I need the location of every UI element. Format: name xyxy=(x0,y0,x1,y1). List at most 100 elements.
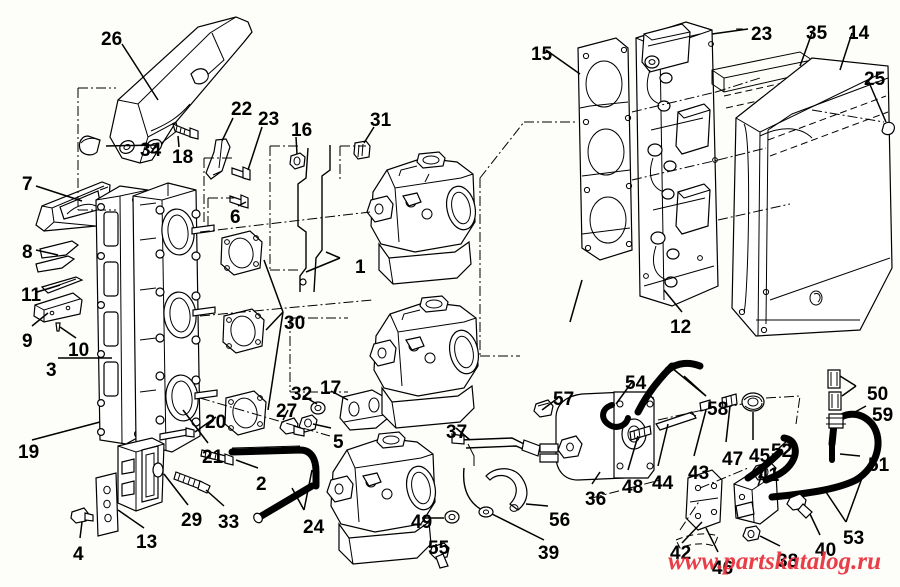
part-3-intake-manifold xyxy=(95,182,218,453)
callout-bracket: 29 xyxy=(181,510,203,531)
callout-screw: 33 xyxy=(218,512,240,533)
part-56-clamp xyxy=(485,468,528,512)
callout-clamp: 50 xyxy=(867,384,889,405)
part-39-ground-lead xyxy=(462,467,494,518)
callout-carburetor-gasket: 30 xyxy=(284,313,306,334)
part-40-screw xyxy=(786,493,813,519)
part-50-clamps xyxy=(827,369,842,411)
callout-pin: 10 xyxy=(68,340,90,361)
part-22-bracket xyxy=(205,138,231,180)
part-52-hoses xyxy=(744,434,799,484)
callout-ground-lead: 39 xyxy=(538,543,560,564)
callout-clamp: 56 xyxy=(549,510,571,531)
callout-reed-valve: 9 xyxy=(22,331,33,352)
part-10-pin xyxy=(55,322,61,332)
part-45-spring xyxy=(741,392,765,412)
callout-screw: 6 xyxy=(230,207,241,228)
callout-cap: 34 xyxy=(140,140,162,161)
callout-screw: 4 xyxy=(73,544,84,565)
part-48-spring xyxy=(629,425,652,441)
phantom-assembly-lines xyxy=(77,77,885,531)
callout-clamp: 59 xyxy=(872,405,894,426)
callout-nut: 5 xyxy=(333,432,344,453)
part-29-bracket xyxy=(117,437,165,512)
callout-manifold-body: 19 xyxy=(18,442,40,463)
part-30-carburetor-gaskets xyxy=(220,230,267,436)
part-26-manifold-cover xyxy=(109,16,253,164)
callout-hose: 54 xyxy=(625,373,647,394)
callout-washer: 32 xyxy=(291,384,313,405)
part-31-bushing xyxy=(353,140,371,160)
callout-screw: 20 xyxy=(205,412,227,433)
callout-fuel-pump: 36 xyxy=(585,489,607,510)
callout-reed-valve-assembly: 12 xyxy=(670,317,692,338)
callout-screw: 27 xyxy=(276,401,298,422)
part-8-reed-stops xyxy=(35,240,80,273)
callout-screw: 2 xyxy=(256,474,267,495)
part-carburetor-middle xyxy=(369,295,480,429)
part-47-washer xyxy=(721,393,738,409)
callout-anode-plate: 13 xyxy=(136,532,158,553)
part-27-screw xyxy=(279,417,305,437)
callout-screw: 23 xyxy=(751,24,773,45)
callout-screw: 18 xyxy=(172,147,194,168)
part-55-screw xyxy=(429,542,450,569)
callout-connector: 57 xyxy=(553,389,575,410)
part-4-screw xyxy=(70,507,94,524)
part-32-washer xyxy=(310,401,326,415)
part-11-reed-petal xyxy=(40,276,84,294)
leader-lines xyxy=(31,28,887,553)
part-33-screw xyxy=(173,471,211,494)
callout-hose: 53 xyxy=(843,528,865,549)
callout-hose: 51 xyxy=(868,455,890,476)
callout-throttle-link-rod: 1 xyxy=(355,257,366,278)
callout-pin: 43 xyxy=(688,463,710,484)
part-24-fuel-hose xyxy=(228,445,320,524)
part-23-screw-left xyxy=(231,166,251,181)
callout-bracket: 22 xyxy=(231,99,253,120)
callout-throttle-cam: 17 xyxy=(320,378,342,399)
callout-intake-manifold: 3 xyxy=(46,360,57,381)
callout-reed-petal: 11 xyxy=(21,285,42,306)
callout-nut: 38 xyxy=(777,551,799,572)
part-20-screw xyxy=(159,427,195,441)
callout-reed-stop: 8 xyxy=(22,242,33,263)
callout-bracket: 46 xyxy=(712,558,734,579)
part-17-throttle-cam xyxy=(339,389,389,431)
part-38-nut xyxy=(742,525,761,542)
callout-air-silencer-cover: 14 xyxy=(848,23,870,44)
callout-hose: 58 xyxy=(707,399,729,420)
callout-screw: 23 xyxy=(258,109,280,130)
part-58-hoses xyxy=(634,359,704,416)
callout-intake-manifold-cover: 26 xyxy=(101,29,123,50)
callout-nut: 16 xyxy=(291,120,313,141)
part-18-screw xyxy=(172,122,199,140)
part-49-washer xyxy=(444,510,460,524)
callout-screw: 40 xyxy=(815,540,837,561)
callout-fuel-filter-body: 41 xyxy=(758,465,780,486)
part-34-cap xyxy=(78,135,101,156)
callout-screw: 21 xyxy=(202,447,224,468)
part-carburetor-top xyxy=(366,151,477,285)
callout-grommet: 25 xyxy=(864,69,886,90)
callout-bushing: 31 xyxy=(370,110,392,131)
callout-hose: 52 xyxy=(771,441,793,462)
part-2-screw xyxy=(200,449,234,466)
part-37-choke-linkage xyxy=(451,433,541,466)
callout-spring: 45 xyxy=(749,446,771,467)
part-44-plunger xyxy=(655,411,697,431)
callout-seal: 35 xyxy=(806,23,828,44)
part-1-throttle-rods xyxy=(297,145,331,293)
part-25-grommet xyxy=(881,121,895,136)
callout-plunger: 44 xyxy=(652,473,674,494)
part-16-nut xyxy=(289,152,306,170)
callout-air-scoop: 7 xyxy=(22,174,33,195)
callout-washer: 49 xyxy=(411,512,433,533)
part-carburetor-bottom xyxy=(326,431,437,565)
callout-reed-plate-gasket: 15 xyxy=(531,44,553,65)
callout-washer: 47 xyxy=(722,449,744,470)
callout-screw: 55 xyxy=(428,538,450,559)
part-59-clamp xyxy=(826,413,846,429)
